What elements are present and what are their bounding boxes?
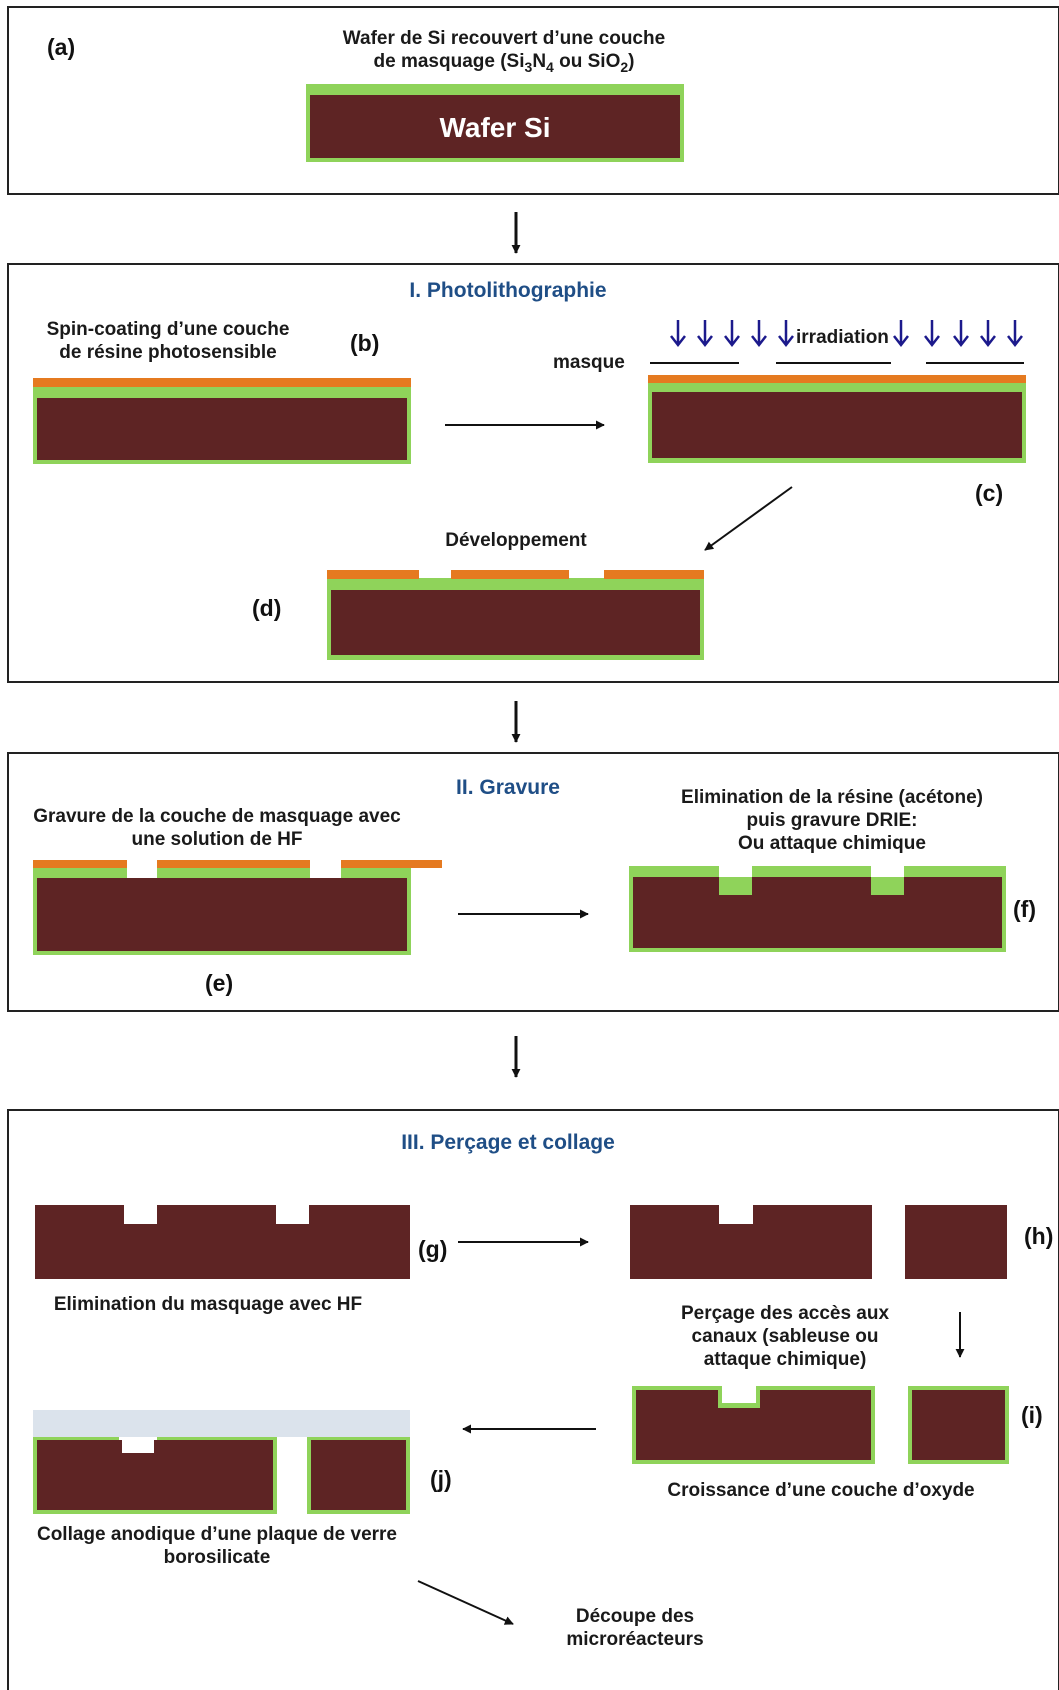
d-label: (d) [252,595,281,621]
g-caption: Elimination du masquage avec HF [54,1294,362,1315]
wafer-i-silicon-right [912,1390,1005,1460]
irradiation-arrow [724,320,740,348]
section3-frame [7,1109,1059,1690]
arrow-j-to-final [417,1580,514,1625]
wafer-e-resist-3 [341,860,442,868]
panel-a: (a) Wafer de Si recouvert d’une couche d… [7,6,1059,195]
b-label: (b) [350,330,379,356]
f-caption-line2: puis gravure DRIE: [746,810,917,831]
wafer-b-resist [33,378,411,387]
irradiation-arrow [924,320,940,348]
j-caption-line1: Collage anodique d’une plaque de verre [37,1524,397,1545]
e-caption-line1: Gravure de la couche de masquage avec [33,806,401,827]
wafer-g-silicon [35,1205,410,1279]
final-caption-line1: Découpe des [576,1606,694,1627]
irradiation-label: irradiation [796,327,889,348]
arrow-c-to-d [704,486,793,551]
irradiation-arrow [778,320,794,348]
irradiation-arrow [697,320,713,348]
j-caption-line2: borosilicate [164,1547,271,1568]
irradiation-arrow [893,320,909,348]
wafer-j-silicon-right [311,1440,406,1510]
wafer-j-silicon-left [37,1440,273,1510]
section2-frame [7,752,1059,1012]
masque-label: masque [553,352,625,373]
wafer-d-resist-3 [604,570,704,579]
f-label: (f) [1013,896,1036,922]
wafer-e-silicon [37,878,407,951]
wafer-e-resist-1 [33,860,127,868]
section-photolithography: I. Photolithographie Spin-coating d’une … [7,263,1059,683]
b-caption-line2: de résine photosensible [59,342,277,363]
section-drilling-bonding: III. Perçage et collage (g) Elimination … [7,1109,1059,1690]
irradiation-arrow [751,320,767,348]
irradiation-arrow [670,320,686,348]
panel-a-caption-line2: de masquage (Si3N4 ou SiO2) [374,51,635,75]
i-label: (i) [1021,1402,1043,1428]
section-etching: II. Gravure Gravure de la couche de masq… [7,752,1059,1012]
i-caption: Croissance d’une couche d’oxyde [667,1480,974,1501]
wafer-d-silicon [331,590,700,655]
wafer-i-silicon-left [636,1390,871,1460]
wafer-h-silicon-right [905,1205,1007,1279]
irradiation-arrow [980,320,996,348]
section1-frame [7,263,1059,683]
wafer-d-resist-2 [451,570,569,579]
f-caption-line1: Elimination de la résine (acétone) [681,787,983,808]
section1-title: I. Photolithographie [409,279,606,302]
panel-a-label: (a) [47,34,75,60]
panel-a-frame [7,6,1059,195]
wafer-f-silicon [633,877,1002,948]
wafer-a-silicon [310,95,680,158]
wafer-h-silicon-left [630,1205,872,1279]
panel-a-caption-line1: Wafer de Si recouvert d’une couche [343,28,665,49]
irradiation-arrows [670,320,1023,348]
final-caption-line2: microréacteurs [566,1629,703,1650]
wafer-c-silicon [652,392,1022,458]
f-caption-line3: Ou attaque chimique [738,833,926,854]
wafer-e-resist-2 [157,860,310,868]
wafer-a-text: Wafer Si [440,112,551,143]
h-caption-line3: attaque chimique) [704,1349,867,1370]
wafer-d-resist-1 [327,570,419,579]
wafer-b-silicon [37,398,407,460]
c-label: (c) [975,480,1003,506]
irradiation-arrow [1007,320,1023,348]
b-caption-line1: Spin-coating d’une couche [47,319,290,340]
h-caption-line1: Perçage des accès aux [681,1303,890,1324]
g-label: (g) [418,1236,447,1262]
h-label: (h) [1024,1223,1053,1249]
glass-plate [33,1410,410,1437]
section3-title: III. Perçage et collage [401,1131,615,1154]
j-label: (j) [430,1466,452,1492]
h-caption-line2: canaux (sableuse ou [692,1326,879,1347]
d-caption: Développement [445,530,587,551]
wafer-c-resist [648,375,1026,383]
irradiation-arrow [953,320,969,348]
e-label: (e) [205,970,233,996]
section2-title: II. Gravure [456,776,560,799]
e-caption-line2: une solution de HF [132,829,303,850]
